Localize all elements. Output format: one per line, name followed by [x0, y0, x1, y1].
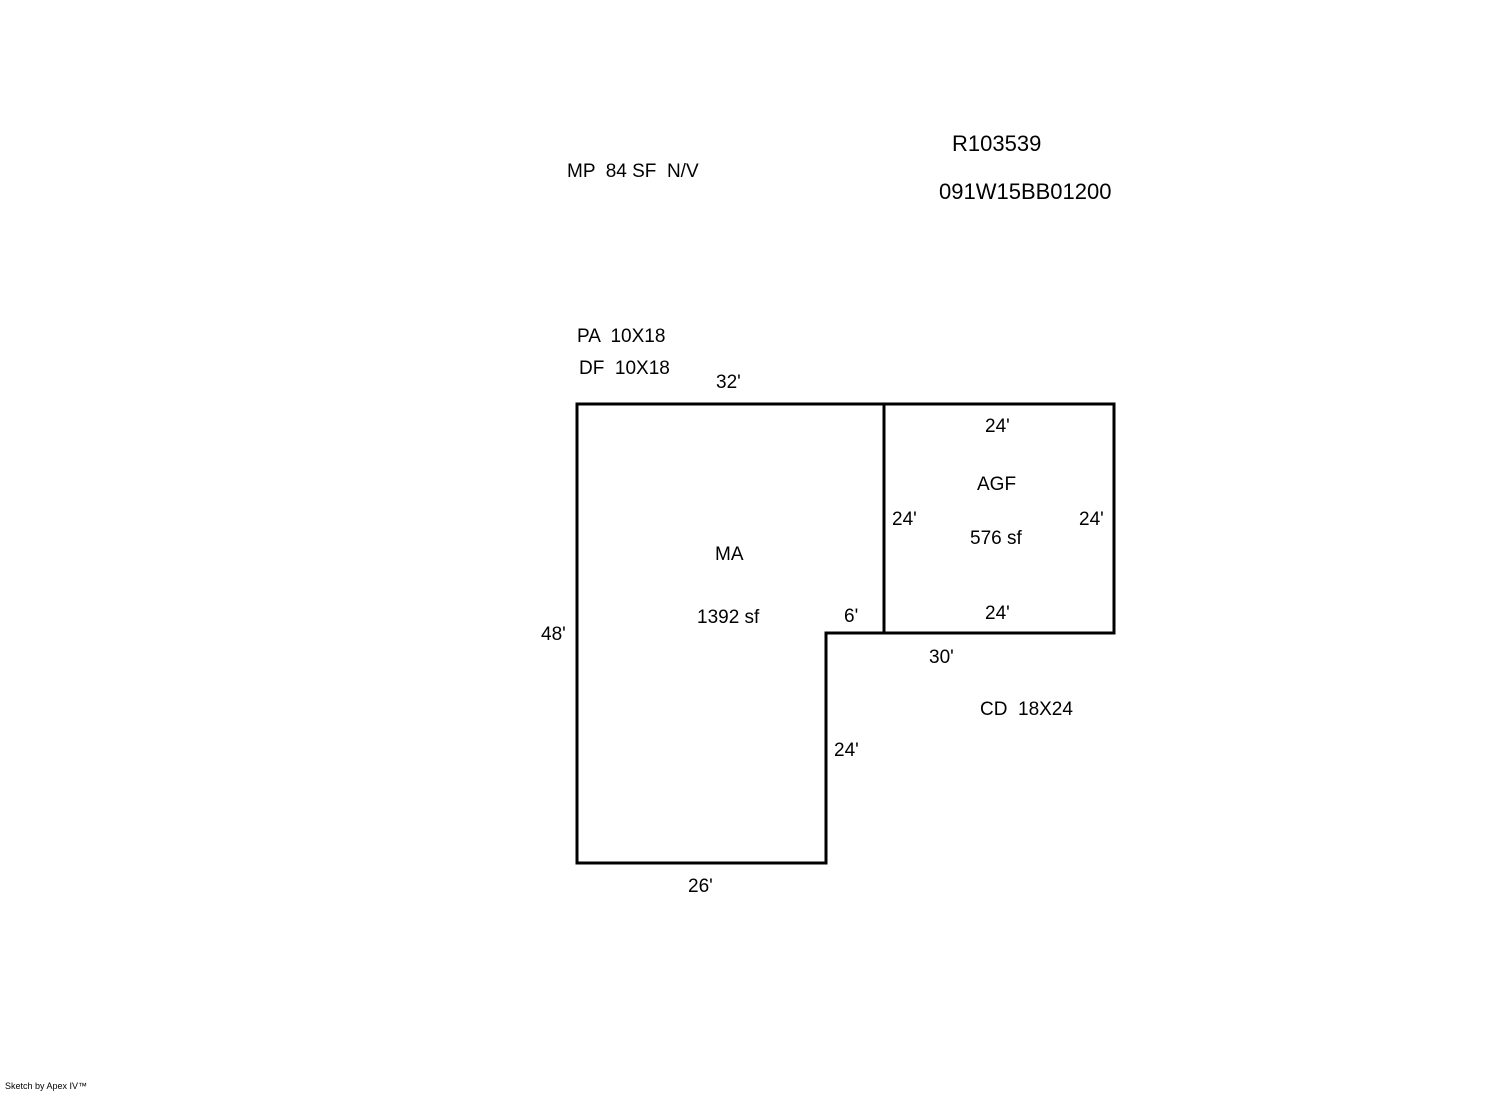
ma-area-size: 1392 sf [697, 607, 760, 628]
mp-note: MP 84 SF N/V [567, 161, 699, 182]
ma-area-code: MA [715, 544, 744, 565]
ma-outline [575, 402, 886, 865]
map-number: 091W15BB01200 [939, 179, 1112, 204]
agf-left-dimension: 24' [892, 509, 917, 530]
agf-top-dimension: 24' [985, 416, 1010, 437]
agf-bottom-dimension: 24' [985, 603, 1010, 624]
cd-note: CD 18X24 [980, 699, 1073, 720]
sketch-credit: Sketch by Apex IV™ [5, 1081, 88, 1091]
df-note: DF 10X18 [579, 358, 670, 379]
agf-right-dimension: 24' [1079, 509, 1104, 530]
agf-area-code: AGF [977, 474, 1017, 495]
ma-notch-right-dimension: 24' [834, 740, 859, 761]
ma-top-dimension: 32' [716, 372, 741, 393]
parcel-id: R103539 [952, 131, 1042, 156]
ma-left-dimension: 48' [541, 624, 566, 645]
agf-area-size: 576 sf [970, 528, 1022, 549]
ma-bottom-dimension: 26' [688, 876, 713, 897]
agf-outline [882, 402, 1116, 635]
ma-notch-top-dimension: 6' [844, 606, 859, 627]
pa-note: PA 10X18 [577, 326, 666, 347]
below-agf-dimension: 30' [929, 647, 954, 668]
